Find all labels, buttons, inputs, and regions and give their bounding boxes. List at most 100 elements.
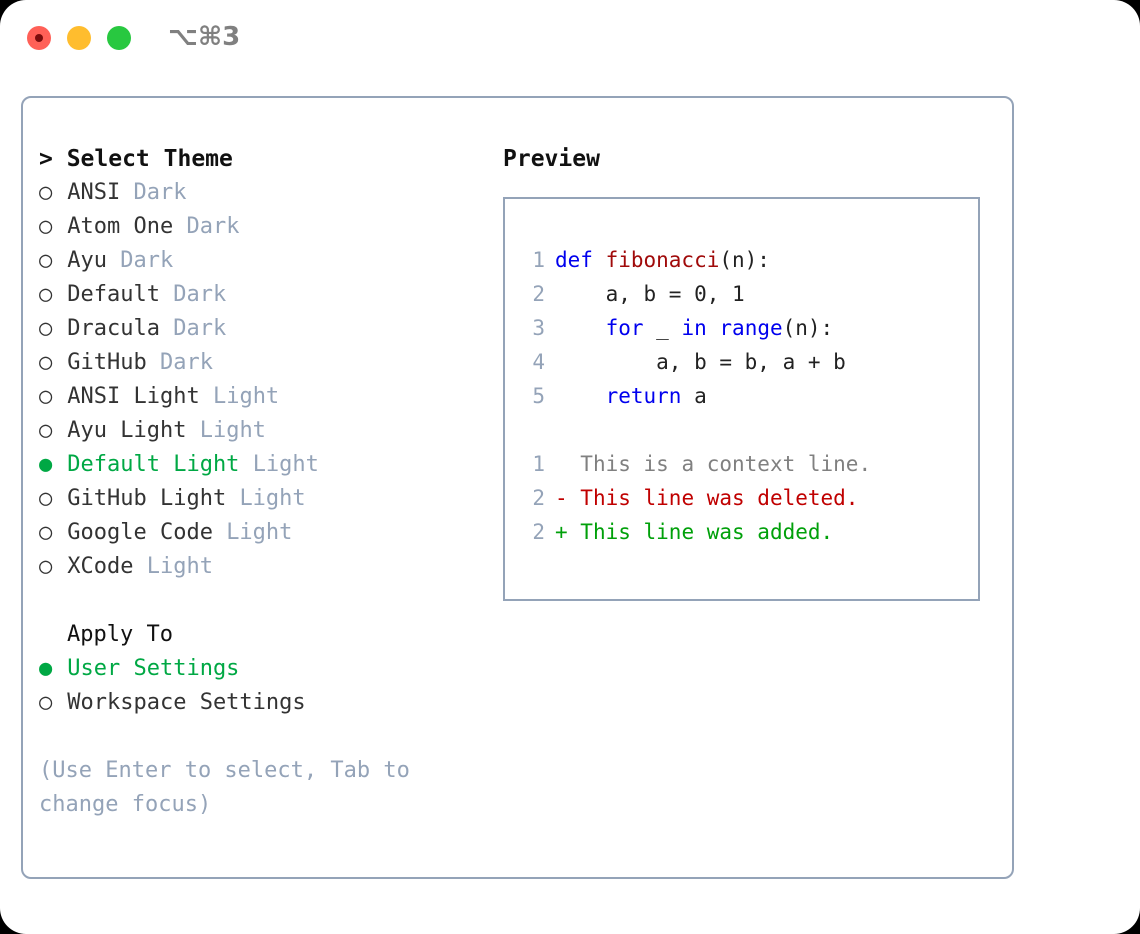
code-token: fibonacci <box>605 248 720 272</box>
page-title: > Select Theme <box>39 146 233 172</box>
radio-unselected-icon: ○ <box>39 282 53 307</box>
theme-option-label: Ayu <box>54 248 121 273</box>
code-token <box>555 316 606 340</box>
theme-option-badge: Dark <box>173 282 227 307</box>
diff-line: 2- This line was deleted. <box>521 481 978 515</box>
line-number: 1 <box>532 452 545 476</box>
radio-unselected-icon: ○ <box>39 214 53 239</box>
diff-line: 1 This is a context line. <box>521 447 978 481</box>
code-token: range <box>719 316 783 340</box>
theme-option-label: Google Code <box>54 520 227 545</box>
diff-line: 2+ This line was added. <box>521 515 978 549</box>
theme-option[interactable]: ○ XCode Light <box>39 550 479 584</box>
apply-to-option[interactable]: ● User Settings <box>39 652 479 686</box>
code-line: 2 a, b = 0, 1 <box>521 277 978 311</box>
code-token: in <box>681 316 707 340</box>
code-token: for <box>605 316 644 340</box>
theme-option-label: GitHub <box>54 350 160 375</box>
theme-option-label: Atom One <box>54 214 187 239</box>
radio-unselected-icon: ○ <box>39 350 53 375</box>
maximize-button[interactable] <box>107 26 131 50</box>
theme-option[interactable]: ○ Dracula Dark <box>39 312 479 346</box>
theme-option[interactable]: ○ ANSI Light Light <box>39 380 479 414</box>
line-number: 2 <box>532 282 545 306</box>
radio-unselected-icon: ○ <box>39 316 53 341</box>
code-token: _ <box>643 316 682 340</box>
radio-unselected-icon: ○ <box>39 248 53 273</box>
diff-marker <box>555 452 568 476</box>
diff-sample: 1 This is a context line.2- This line wa… <box>521 447 978 549</box>
line-number: 1 <box>532 248 545 272</box>
code-token: def <box>555 248 606 272</box>
diff-marker: - <box>555 486 568 510</box>
code-line: 3 for _ in range(n): <box>521 311 978 345</box>
theme-option[interactable]: ○ Ayu Light Light <box>39 414 479 448</box>
theme-option[interactable]: ● Default Light Light <box>39 448 479 482</box>
theme-option[interactable]: ○ GitHub Light Light <box>39 482 479 516</box>
close-button[interactable] <box>27 26 51 50</box>
apply-to-option[interactable]: ○ Workspace Settings <box>39 686 479 720</box>
theme-option[interactable]: ○ GitHub Dark <box>39 346 479 380</box>
theme-option-label: Ayu Light <box>54 418 200 443</box>
theme-option-badge: Dark <box>133 180 187 205</box>
code-token: a <box>681 384 707 408</box>
minimize-button[interactable] <box>67 26 91 50</box>
theme-option-label: ANSI <box>54 180 134 205</box>
theme-option-label: Default Light <box>54 452 253 477</box>
theme-option[interactable]: ○ Ayu Dark <box>39 244 479 278</box>
theme-option-badge: Dark <box>173 316 227 341</box>
line-number: 4 <box>532 350 545 374</box>
keyboard-hint: (Use Enter to select, Tab to change focu… <box>39 758 410 817</box>
radio-unselected-icon: ○ <box>39 180 53 205</box>
code-token: return <box>605 384 682 408</box>
theme-option-badge: Light <box>239 486 306 511</box>
code-token: a, b = 0, 1 <box>555 282 745 306</box>
theme-option-badge: Light <box>146 554 213 579</box>
apply-to-list[interactable]: ● User Settings○ Workspace Settings <box>39 652 479 720</box>
diff-text: This line was deleted. <box>567 486 859 510</box>
theme-option-label: GitHub Light <box>54 486 240 511</box>
theme-list[interactable]: ○ ANSI Dark○ Atom One Dark○ Ayu Dark○ De… <box>39 176 479 584</box>
apply-to-section: Apply To ● User Settings○ Workspace Sett… <box>39 618 479 720</box>
theme-option-label: Default <box>54 282 174 307</box>
theme-selection-pane: > Select Theme ○ ANSI Dark○ Atom One Dar… <box>39 142 479 822</box>
code-line: 4 a, b = b, a + b <box>521 345 978 379</box>
line-number: 2 <box>532 520 545 544</box>
radio-unselected-icon: ○ <box>39 690 53 715</box>
keyboard-shortcut-label: ⌥⌘3 <box>168 22 241 52</box>
code-token <box>707 316 720 340</box>
line-number: 2 <box>532 486 545 510</box>
code-token: a, b = b, a + b <box>555 350 846 374</box>
line-number: 5 <box>532 384 545 408</box>
line-number: 3 <box>532 316 545 340</box>
radio-unselected-icon: ○ <box>39 520 53 545</box>
title-bar: ⌥⌘3 <box>0 0 1140 78</box>
code-token <box>555 384 606 408</box>
theme-picker-card: > Select Theme ○ ANSI Dark○ Atom One Dar… <box>21 96 1014 879</box>
theme-option-label: ANSI Light <box>54 384 213 409</box>
theme-option-label: Dracula <box>54 316 174 341</box>
theme-option-badge: Dark <box>120 248 174 273</box>
apply-to-option-label: User Settings <box>54 656 240 681</box>
radio-selected-icon: ● <box>39 452 53 477</box>
theme-option[interactable]: ○ ANSI Dark <box>39 176 479 210</box>
theme-option[interactable]: ○ Atom One Dark <box>39 210 479 244</box>
radio-unselected-icon: ○ <box>39 486 53 511</box>
radio-unselected-icon: ○ <box>39 554 53 579</box>
theme-option-badge: Dark <box>186 214 240 239</box>
theme-option-badge: Light <box>226 520 293 545</box>
theme-option-badge: Light <box>199 418 266 443</box>
theme-option[interactable]: ○ Google Code Light <box>39 516 479 550</box>
theme-option[interactable]: ○ Default Dark <box>39 278 479 312</box>
theme-option-label: XCode <box>54 554 147 579</box>
radio-selected-icon: ● <box>39 656 53 681</box>
preview-title: Preview <box>503 146 600 172</box>
diff-text: This is a context line. <box>567 452 872 476</box>
diff-marker: + <box>555 520 568 544</box>
theme-option-badge: Light <box>252 452 319 477</box>
